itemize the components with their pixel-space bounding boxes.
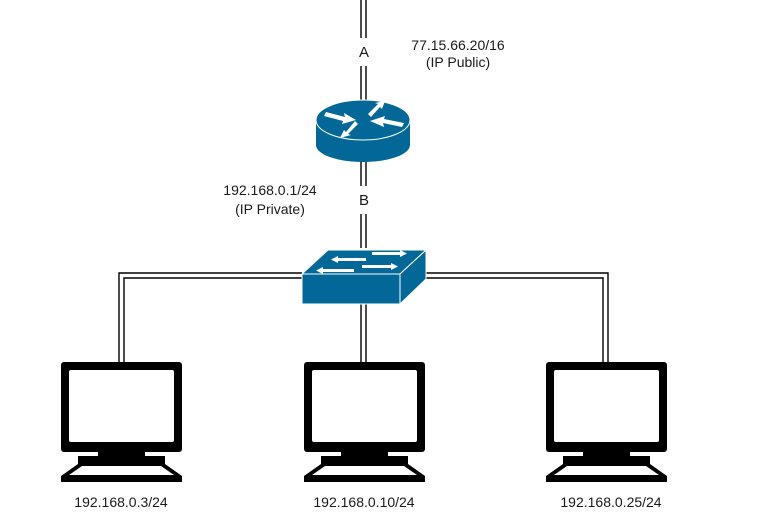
computer-1-ip: 192.168.0.3/24 [74, 494, 168, 510]
computer-icon[interactable] [546, 362, 667, 482]
router-icon[interactable] [315, 99, 411, 162]
link-switch-pc1 [118, 272, 302, 362]
router-public-ip-note: (IP Public) [425, 54, 491, 70]
switch-icon[interactable] [300, 248, 428, 306]
computer-2-ip: 192.168.0.10/24 [313, 494, 415, 510]
router-private-ip: 192.168.0.1/24 [223, 182, 317, 198]
computer-3-ip: 192.168.0.25/24 [560, 494, 662, 510]
link-a [360, 0, 367, 100]
computer-icon[interactable] [61, 362, 182, 482]
link-a-label: A [358, 44, 369, 61]
computer-icon[interactable] [304, 362, 425, 482]
link-switch-pc2 [360, 304, 367, 362]
router-public-ip: 77.15.66.20/16 [411, 37, 505, 53]
router-private-ip-note: (IP Private) [235, 201, 305, 217]
link-b-label: B [358, 192, 369, 209]
link-b [360, 160, 367, 248]
link-switch-pc3 [426, 272, 609, 362]
